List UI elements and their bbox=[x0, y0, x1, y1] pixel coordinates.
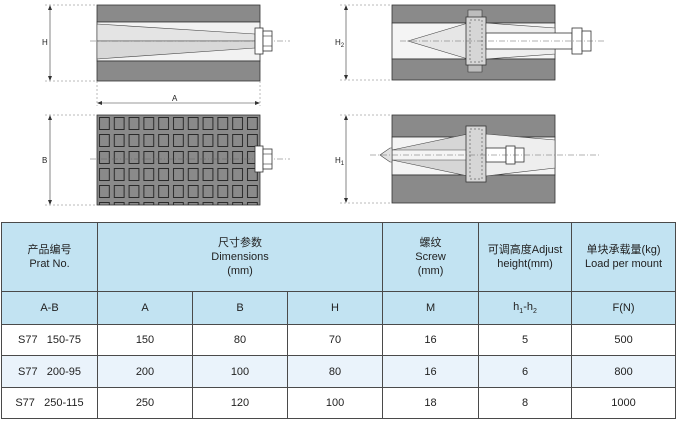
section-view-h1: H1 bbox=[335, 114, 600, 204]
top-view: B bbox=[42, 114, 290, 206]
table-subheader-row: A-B A B H M h1-h2 F(N) bbox=[1, 291, 677, 325]
cell-model: S77 200-95 bbox=[1, 355, 98, 388]
cell-h: 100 bbox=[286, 387, 384, 419]
dim-label-a: A bbox=[172, 94, 178, 103]
dim-label-h: H bbox=[42, 38, 48, 47]
table-header-row: 产品编号 Prat No. 尺寸参数 Dimensions (mm) 螺纹 Sc… bbox=[1, 222, 677, 292]
dim-label-b: B bbox=[42, 156, 47, 165]
cell-load: 500 bbox=[571, 324, 677, 356]
cell-adjust: 8 bbox=[478, 387, 573, 419]
header-load: 单块承载量(kg) Load per mount bbox=[571, 222, 677, 292]
cell-m: 18 bbox=[382, 387, 480, 419]
subheader-b: B bbox=[192, 291, 288, 325]
header-adjust-height: 可调高度Adjust height(mm) bbox=[478, 222, 573, 292]
table-row: S77 200-95 200 100 80 16 6 800 bbox=[1, 355, 677, 388]
subheader-m: M bbox=[382, 291, 480, 325]
cell-a: 250 bbox=[97, 387, 193, 419]
header-screw: 螺纹 Screw (mm) bbox=[382, 222, 480, 292]
technical-drawings: H A B bbox=[42, 4, 605, 206]
cell-h: 70 bbox=[286, 324, 384, 356]
subheader-h1-h2: h1-h2 bbox=[478, 291, 573, 325]
dim-label-h2: H2 bbox=[335, 38, 345, 49]
spec-table: 产品编号 Prat No. 尺寸参数 Dimensions (mm) 螺纹 Sc… bbox=[1, 222, 677, 419]
cell-load: 1000 bbox=[571, 387, 677, 419]
cell-m: 16 bbox=[382, 355, 480, 388]
cell-load: 800 bbox=[571, 355, 677, 388]
cell-b: 120 bbox=[192, 387, 288, 419]
cell-a: 150 bbox=[97, 324, 193, 356]
header-product-code: 产品编号 Prat No. bbox=[1, 222, 98, 292]
cell-b: 80 bbox=[192, 324, 288, 356]
cell-a: 200 bbox=[97, 355, 193, 388]
subheader-a: A bbox=[97, 291, 193, 325]
subheader-f: F(N) bbox=[571, 291, 677, 325]
cell-adjust: 6 bbox=[478, 355, 573, 388]
side-view: H A bbox=[42, 4, 290, 106]
table-row: S77 150-75 150 80 70 16 5 500 bbox=[1, 324, 677, 356]
cell-model: S77 250-115 bbox=[1, 387, 98, 419]
cell-b: 100 bbox=[192, 355, 288, 388]
dim-label-h1: H1 bbox=[335, 156, 345, 167]
cell-adjust: 5 bbox=[478, 324, 573, 356]
cell-m: 16 bbox=[382, 324, 480, 356]
cell-h: 80 bbox=[286, 355, 384, 388]
subheader-h: H bbox=[286, 291, 384, 325]
cell-model: S77 150-75 bbox=[1, 324, 98, 356]
subheader-ab: A-B bbox=[1, 291, 98, 325]
table-row: S77 250-115 250 120 100 18 8 1000 bbox=[1, 387, 677, 419]
header-dimensions: 尺寸参数 Dimensions (mm) bbox=[96, 222, 384, 292]
section-view-h2: H2 bbox=[335, 4, 605, 81]
